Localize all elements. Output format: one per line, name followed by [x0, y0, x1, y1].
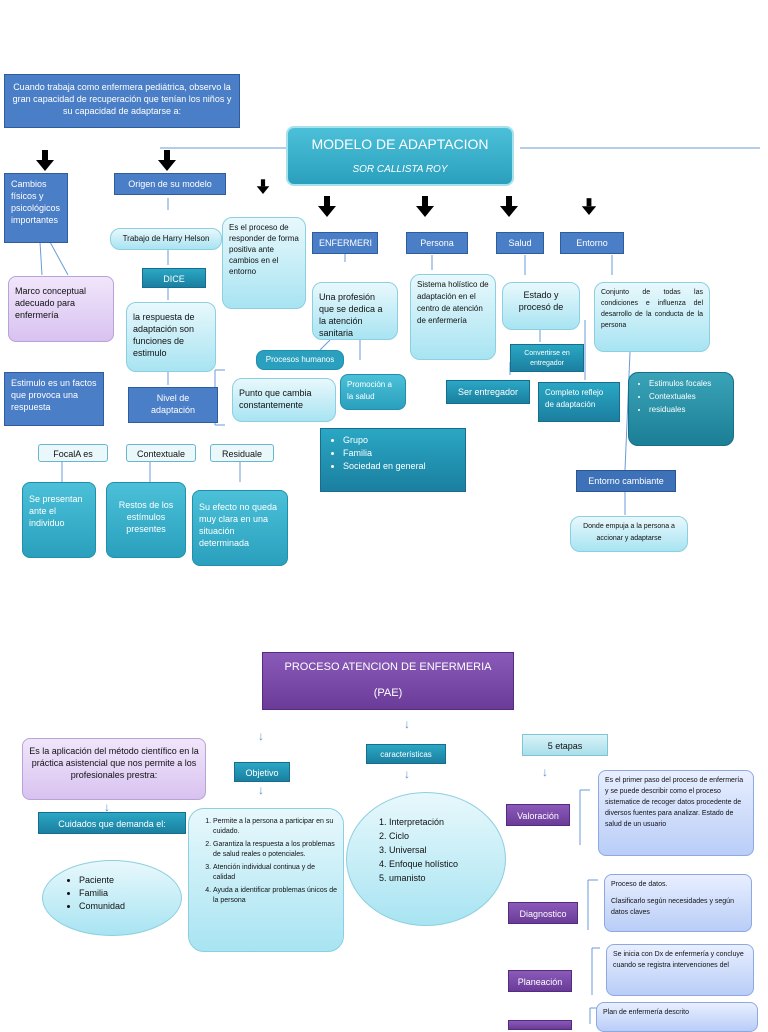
down-arrow-icon — [36, 150, 54, 172]
down-arrow-icon: ↓ — [258, 729, 264, 743]
focal-desc-box: Se presentan ante el individuo — [22, 482, 96, 558]
valoracion-box: Valoración — [506, 804, 570, 826]
grupo-list-box: Grupo Familia Sociedad en general — [320, 428, 466, 492]
estimulo-item: Contextuales — [649, 392, 729, 401]
diagnostico-desc-box: Proceso de datos. Clasificarlo según nec… — [604, 874, 752, 932]
objetivo-item: Atención individual continua y de calida… — [213, 863, 337, 883]
estado-box: Estado y procesó de — [502, 282, 580, 330]
planeacion-box: Planeación — [508, 970, 572, 992]
cuidados-item: Paciente — [79, 875, 161, 885]
caracteristica-item: Ciclo — [389, 829, 487, 843]
estimulos-list-box: Estimulos focales Contextuales residuale… — [628, 372, 734, 446]
ejecucion-box — [508, 1020, 572, 1030]
caracteristica-item: umanisto — [389, 871, 487, 885]
convertirse-box: Convertirse en entregador — [510, 344, 584, 372]
promocion-box: Promoción a la salud — [340, 374, 406, 410]
punto-box: Punto que cambia constantemente — [232, 378, 336, 422]
estimulo-item: residuales — [649, 405, 729, 414]
etapas-box: 5 etapas — [522, 734, 608, 756]
dice-box: DICE — [142, 268, 206, 288]
cuidados-item: Familia — [79, 888, 161, 898]
contextuale-box: Contextuale — [126, 444, 196, 462]
pae-title: PROCESO ATENCION DE ENFERMERIA — [284, 661, 492, 673]
procesos-humanos-box: Procesos humanos — [256, 350, 344, 370]
down-arrow-icon — [416, 196, 434, 218]
intro-box: Cuando trabaja como enfermera pediátrica… — [4, 74, 240, 128]
conjunto-box: Conjunto de todas las condiciones e infl… — [594, 282, 710, 352]
down-arrow-icon: ↓ — [542, 765, 548, 779]
down-arrow-icon: ↓ — [258, 783, 264, 797]
down-arrow-icon — [158, 150, 176, 172]
diagnostico-box: Diagnostico — [508, 902, 578, 924]
estimulo-item: Estimulos focales — [649, 379, 729, 388]
model-title: MODELO DE ADAPTACION — [311, 136, 489, 152]
down-arrow-icon — [318, 196, 336, 218]
entorno-box: Entorno — [560, 232, 624, 254]
objetivo-item: Ayuda a identificar problemas únicos de … — [213, 886, 337, 906]
cambios-box: Cambios físicos y psicológicos important… — [4, 173, 68, 243]
helson-box: Trabajo de Harry Helson — [110, 228, 222, 250]
aplicacion-box: Es la aplicación del método científico e… — [22, 738, 206, 800]
marco-box: Marco conceptual adecuado para enfermerí… — [8, 276, 114, 342]
objetivo-box: Objetivo — [234, 762, 290, 782]
model-title-box: MODELO DE ADAPTACION SOR CALLISTA ROY — [286, 126, 514, 186]
pae-title-box: PROCESO ATENCION DE ENFERMERIA (PAE) — [262, 652, 514, 710]
caracteristicas-box: características — [366, 744, 446, 764]
proceso-box: Es el proceso de responder de forma posi… — [222, 217, 306, 309]
nivel-box: Nivel de adaptación — [128, 387, 218, 423]
planeacion-desc-box: Se inicia con Dx de enfermería y concluy… — [606, 944, 754, 996]
focales-box: FocalA es — [38, 444, 108, 462]
residual-desc-box: Su efecto no queda muy clara en una situ… — [192, 490, 288, 566]
completo-box: Completo reflejo de adaptación — [538, 382, 620, 422]
diagnostico-desc-1: Proceso de datos. — [611, 881, 668, 888]
cuidados-box: Cuidados que demanda el: — [38, 812, 186, 834]
profesion-box: Una profesión que se dedica a la atenció… — [312, 282, 398, 340]
down-arrow-icon: ↓ — [404, 717, 410, 731]
sistema-box: Sistema holístico de adaptación en el ce… — [410, 274, 496, 360]
model-subtitle: SOR CALLISTA ROY — [352, 164, 448, 175]
caracteristica-item: Interpretación — [389, 815, 487, 829]
caracteristicas-ellipse: Interpretación Ciclo Universal Enfoque h… — [346, 792, 506, 926]
cuidados-ellipse: Paciente Familia Comunidad — [42, 860, 182, 936]
estimulo-box: Estimulo es un factos que provoca una re… — [4, 372, 104, 426]
objetivo-item: Permite a la persona a participar en su … — [213, 817, 337, 837]
grupo-item: Grupo — [343, 435, 459, 445]
caracteristica-item: Universal — [389, 843, 487, 857]
donde-box: Donde empuja a la persona a accionar y a… — [570, 516, 688, 552]
down-arrow-icon — [256, 179, 270, 194]
enfermeri-box: ENFERMERI — [312, 232, 378, 254]
caracteristica-item: Enfoque holístico — [389, 857, 487, 871]
grupo-item: Sociedad en general — [343, 461, 459, 471]
grupo-item: Familia — [343, 448, 459, 458]
ejecucion-desc-box: Plan de enfermería descrito — [596, 1002, 758, 1032]
valoracion-desc-box: Es el primer paso del proceso de enferme… — [598, 770, 754, 856]
origen-box: Origen de su modelo — [114, 173, 226, 195]
cuidados-item: Comunidad — [79, 901, 161, 911]
salud-box: Salud — [496, 232, 544, 254]
ser-entregador-box: Ser entregador — [446, 380, 530, 404]
diagnostico-desc-2: Clasificarlo según necesidades y según d… — [611, 898, 734, 916]
persona-box: Persona — [406, 232, 468, 254]
down-arrow-icon — [581, 198, 597, 216]
down-arrow-icon: ↓ — [104, 800, 110, 814]
contextual-desc-box: Restos de los estímulos presentes — [106, 482, 186, 558]
pae-subtitle: (PAE) — [373, 687, 403, 699]
down-arrow-icon — [500, 196, 518, 218]
residuale-box: Residuale — [210, 444, 274, 462]
down-arrow-icon: ↓ — [404, 767, 410, 781]
entorno-cambiante-box: Entorno cambiante — [576, 470, 676, 492]
objetivo-list-box: Permite a la persona a participar en su … — [188, 808, 344, 952]
respuesta-box: la respuesta de adaptación son funciones… — [126, 302, 216, 372]
objetivo-item: Garantiza la respuesta a los problemas d… — [213, 840, 337, 860]
